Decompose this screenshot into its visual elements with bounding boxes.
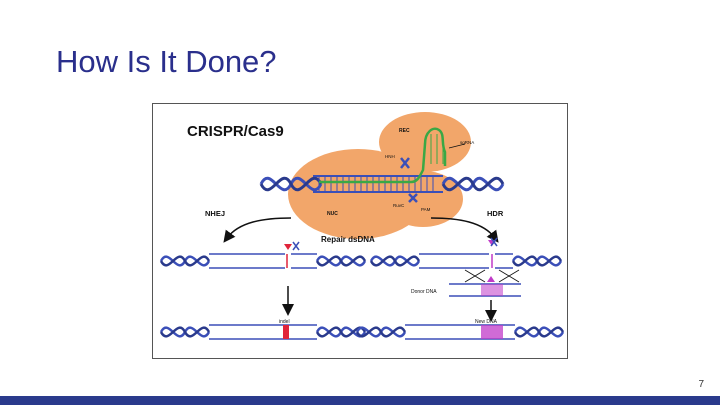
hnh-scissors-icon (400, 157, 410, 169)
hdr-label: HDR (487, 209, 504, 218)
indel-label: indel (279, 319, 290, 325)
slide-title: How Is It Done? (56, 44, 277, 79)
donor-dna-label: Donor DNA (411, 289, 437, 295)
bottom-accent-bar (0, 396, 720, 405)
page-number: 7 (698, 379, 704, 390)
hnh-label: HNH (385, 154, 395, 159)
nhej-cut-dna (159, 241, 367, 269)
new-dna (355, 324, 565, 340)
sgrna-label: sgRNA (460, 140, 474, 145)
crispr-figure: CRISPR/Cas9 (152, 103, 568, 359)
top-dna-bases (318, 176, 434, 192)
hdr-cut-dna (369, 237, 563, 269)
sgrna-strand (319, 127, 466, 184)
ruvc-scissors-icon (408, 193, 418, 203)
crispr-diagram: CRISPR/Cas9 (159, 112, 565, 340)
nuc-label: NUC (327, 211, 338, 217)
repair-label: Repair dsDNA (321, 235, 375, 244)
pam-label: PAM (421, 207, 431, 212)
new-dna-label: New DNA (475, 319, 498, 325)
ruvc-label: RuvC (393, 203, 405, 208)
rec-label: REC (399, 128, 410, 134)
donor-dna (449, 269, 521, 297)
figure-heading: CRISPR/Cas9 (187, 123, 284, 140)
hdr-arrow (430, 217, 499, 243)
nhej-label: NHEJ (205, 209, 225, 218)
nhej-arrow (223, 217, 292, 243)
indel-dna (159, 324, 367, 340)
